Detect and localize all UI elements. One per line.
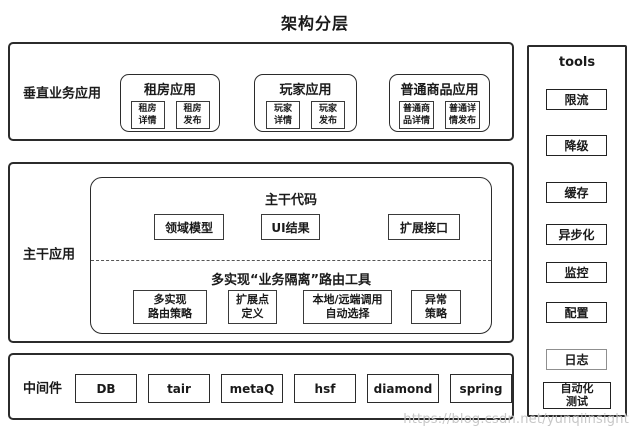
app-items-rental: 租房 详情 租房 发布 — [130, 101, 210, 130]
module-box-player-detail: 玩家 详情 — [266, 101, 300, 130]
middleware-box-spring: spring — [450, 374, 512, 403]
tool-box-rate-limit: 限流 — [546, 89, 607, 110]
trunk-code-title: 主干代码 — [264, 193, 317, 208]
tool-box-monitoring: 监控 — [546, 262, 607, 283]
middleware-box-metaq: metaQ — [221, 374, 283, 403]
tool-box-downgrade: 降级 — [546, 135, 607, 156]
app-items-common-goods: 普通商 品详情 普通详 情发布 — [398, 101, 481, 130]
section-middleware-label: 中间件 — [23, 381, 63, 396]
box-ui-result: UI结果 — [261, 214, 320, 240]
module-box-rental-publish: 租房 发布 — [175, 101, 210, 130]
section-trunk-label: 主干应用 — [23, 247, 76, 262]
app-title-common-goods: 普通商品应用 — [400, 83, 479, 98]
middleware-items: DB tair metaQ hsf diamond spring — [75, 374, 512, 403]
app-box-rental: 租房应用 租房 详情 租房 发布 — [120, 74, 220, 132]
tool-box-config: 配置 — [546, 302, 607, 323]
section-trunk-app: 主干应用 主干代码 领域模型 UI结果 扩展接口 多实现“业务隔离”路由工具 多… — [8, 162, 514, 343]
box-extension-point-def: 扩展点 定义 — [228, 290, 277, 324]
tool-box-automated-test: 自动化 测试 — [543, 382, 611, 409]
trunk-code-container: 主干代码 领域模型 UI结果 扩展接口 多实现“业务隔离”路由工具 多实现 路由… — [90, 177, 492, 334]
middleware-box-tair: tair — [148, 374, 210, 403]
box-domain-model: 领域模型 — [154, 214, 224, 240]
module-box-player-publish: 玩家 发布 — [311, 101, 345, 130]
router-tool-title: 多实现“业务隔离”路由工具 — [210, 273, 372, 288]
tools-panel: tools 限流 降级 缓存 异步化 监控 配置 日志 自动化 测试 — [527, 45, 627, 417]
module-box-rental-detail: 租房 详情 — [130, 101, 165, 130]
section-vertical-business: 垂直业务应用 租房应用 租房 详情 租房 发布 玩家应用 玩家 详情 玩家 发布… — [8, 42, 514, 141]
trunk-divider — [91, 260, 491, 261]
module-box-goods-publish: 普通详 情发布 — [445, 101, 481, 130]
section-middleware: 中间件 DB tair metaQ hsf diamond spring — [8, 353, 514, 420]
tool-box-async: 异步化 — [546, 224, 607, 245]
section-vertical-label: 垂直业务应用 — [23, 86, 102, 101]
box-local-remote-select: 本地/远端调用 自动选择 — [303, 290, 392, 324]
app-title-rental: 租房应用 — [143, 83, 196, 98]
diagram-title: 架构分层 — [280, 14, 349, 33]
app-title-player: 玩家应用 — [279, 83, 332, 98]
app-box-player: 玩家应用 玩家 详情 玩家 发布 — [254, 74, 357, 132]
middleware-box-db: DB — [75, 374, 137, 403]
tool-box-log: 日志 — [546, 349, 607, 370]
middleware-box-diamond: diamond — [367, 374, 439, 403]
box-extension-interface: 扩展接口 — [388, 214, 460, 240]
app-box-common-goods: 普通商品应用 普通商 品详情 普通详 情发布 — [389, 74, 490, 132]
module-box-goods-detail: 普通商 品详情 — [398, 101, 434, 130]
app-items-player: 玩家 详情 玩家 发布 — [266, 101, 345, 130]
watermark: https://blog.csdn.net/yunqiinsight — [403, 412, 629, 427]
tools-panel-title: tools — [558, 55, 596, 70]
tool-box-cache: 缓存 — [546, 182, 607, 203]
box-multi-impl-routing: 多实现 路由策略 — [133, 290, 207, 324]
middleware-box-hsf: hsf — [294, 374, 356, 403]
box-exception-strategy: 异常 策略 — [411, 290, 461, 324]
